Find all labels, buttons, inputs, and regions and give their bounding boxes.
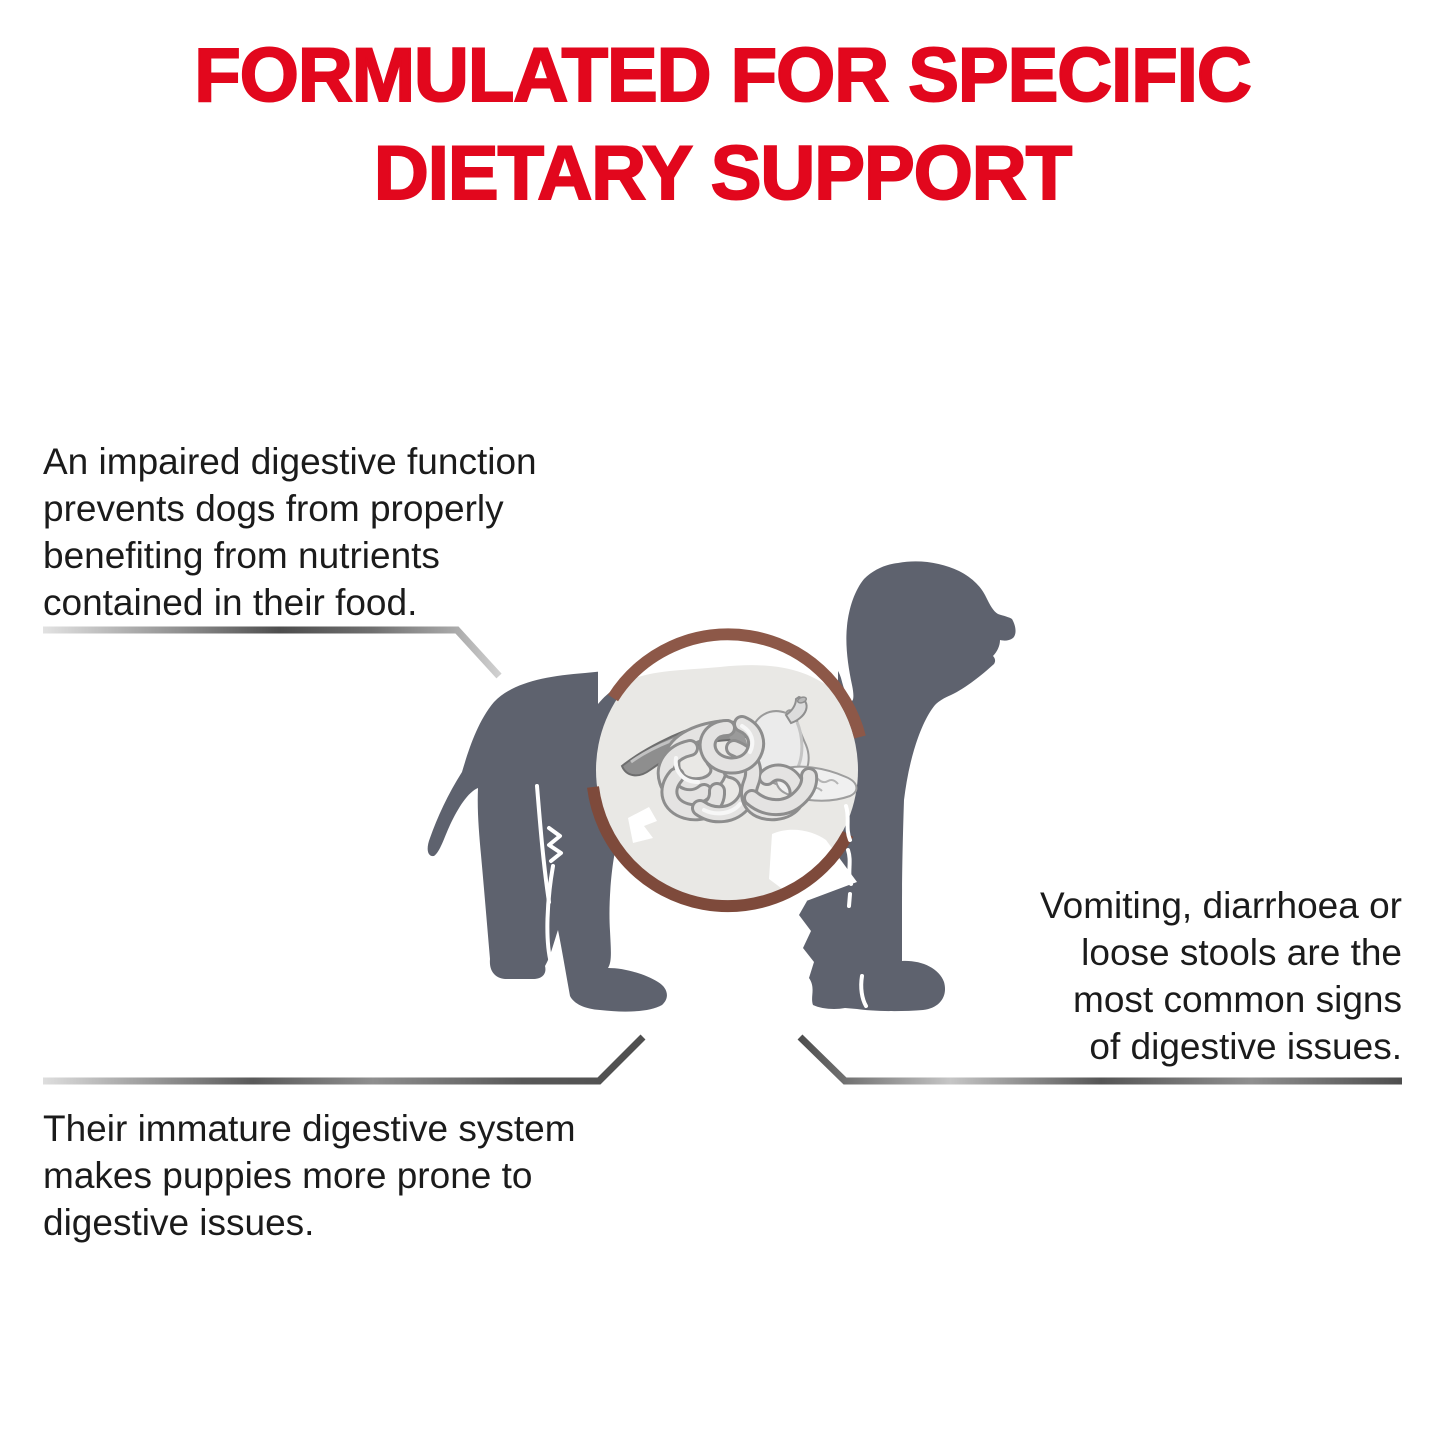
callout-arc-bottom <box>587 786 854 913</box>
small-intestine-icon <box>656 715 819 824</box>
annotation-line: An impaired digestive function <box>43 441 537 482</box>
callout-arc-top <box>607 628 866 739</box>
annotation-line: prevents dogs from properly <box>43 488 504 529</box>
annotation-line: makes puppies more prone to <box>43 1155 533 1196</box>
leg-detail-lines <box>535 784 868 1008</box>
annotation-line: Their immature digestive system <box>43 1108 576 1149</box>
annotation-line: Vomiting, diarrhoea or <box>1040 885 1402 926</box>
annotation-digestive-signs: Vomiting, diarrhoea or loose stools are … <box>1040 882 1402 1070</box>
callout-torn-edge-left <box>628 807 657 843</box>
annotation-line: most common signs <box>1073 979 1402 1020</box>
page-title: FORMULATED FOR SPECIFIC DIETARY SUPPORT <box>0 27 1445 223</box>
page-title-line1: FORMULATED FOR SPECIFIC <box>193 32 1252 119</box>
page-title-line2: DIETARY SUPPORT <box>373 130 1073 217</box>
annotation-impaired-digestion: An impaired digestive function prevents … <box>43 438 537 626</box>
annotation-line: loose stools are the <box>1081 932 1402 973</box>
leader-line-bottom-left <box>43 1034 646 1085</box>
leader-line-top-left <box>43 626 502 679</box>
leader-line-right <box>797 1034 1402 1085</box>
digestive-organs <box>620 695 858 824</box>
annotation-line: of digestive issues. <box>1089 1026 1402 1067</box>
annotation-immature-system: Their immature digestive system makes pu… <box>43 1105 576 1246</box>
annotation-line: contained in their food. <box>43 582 418 623</box>
oesophagus-icon <box>784 695 808 725</box>
annotation-line: benefiting from nutrients <box>43 535 440 576</box>
annotation-line: digestive issues. <box>43 1202 315 1243</box>
digestive-callout-circle <box>587 618 866 913</box>
